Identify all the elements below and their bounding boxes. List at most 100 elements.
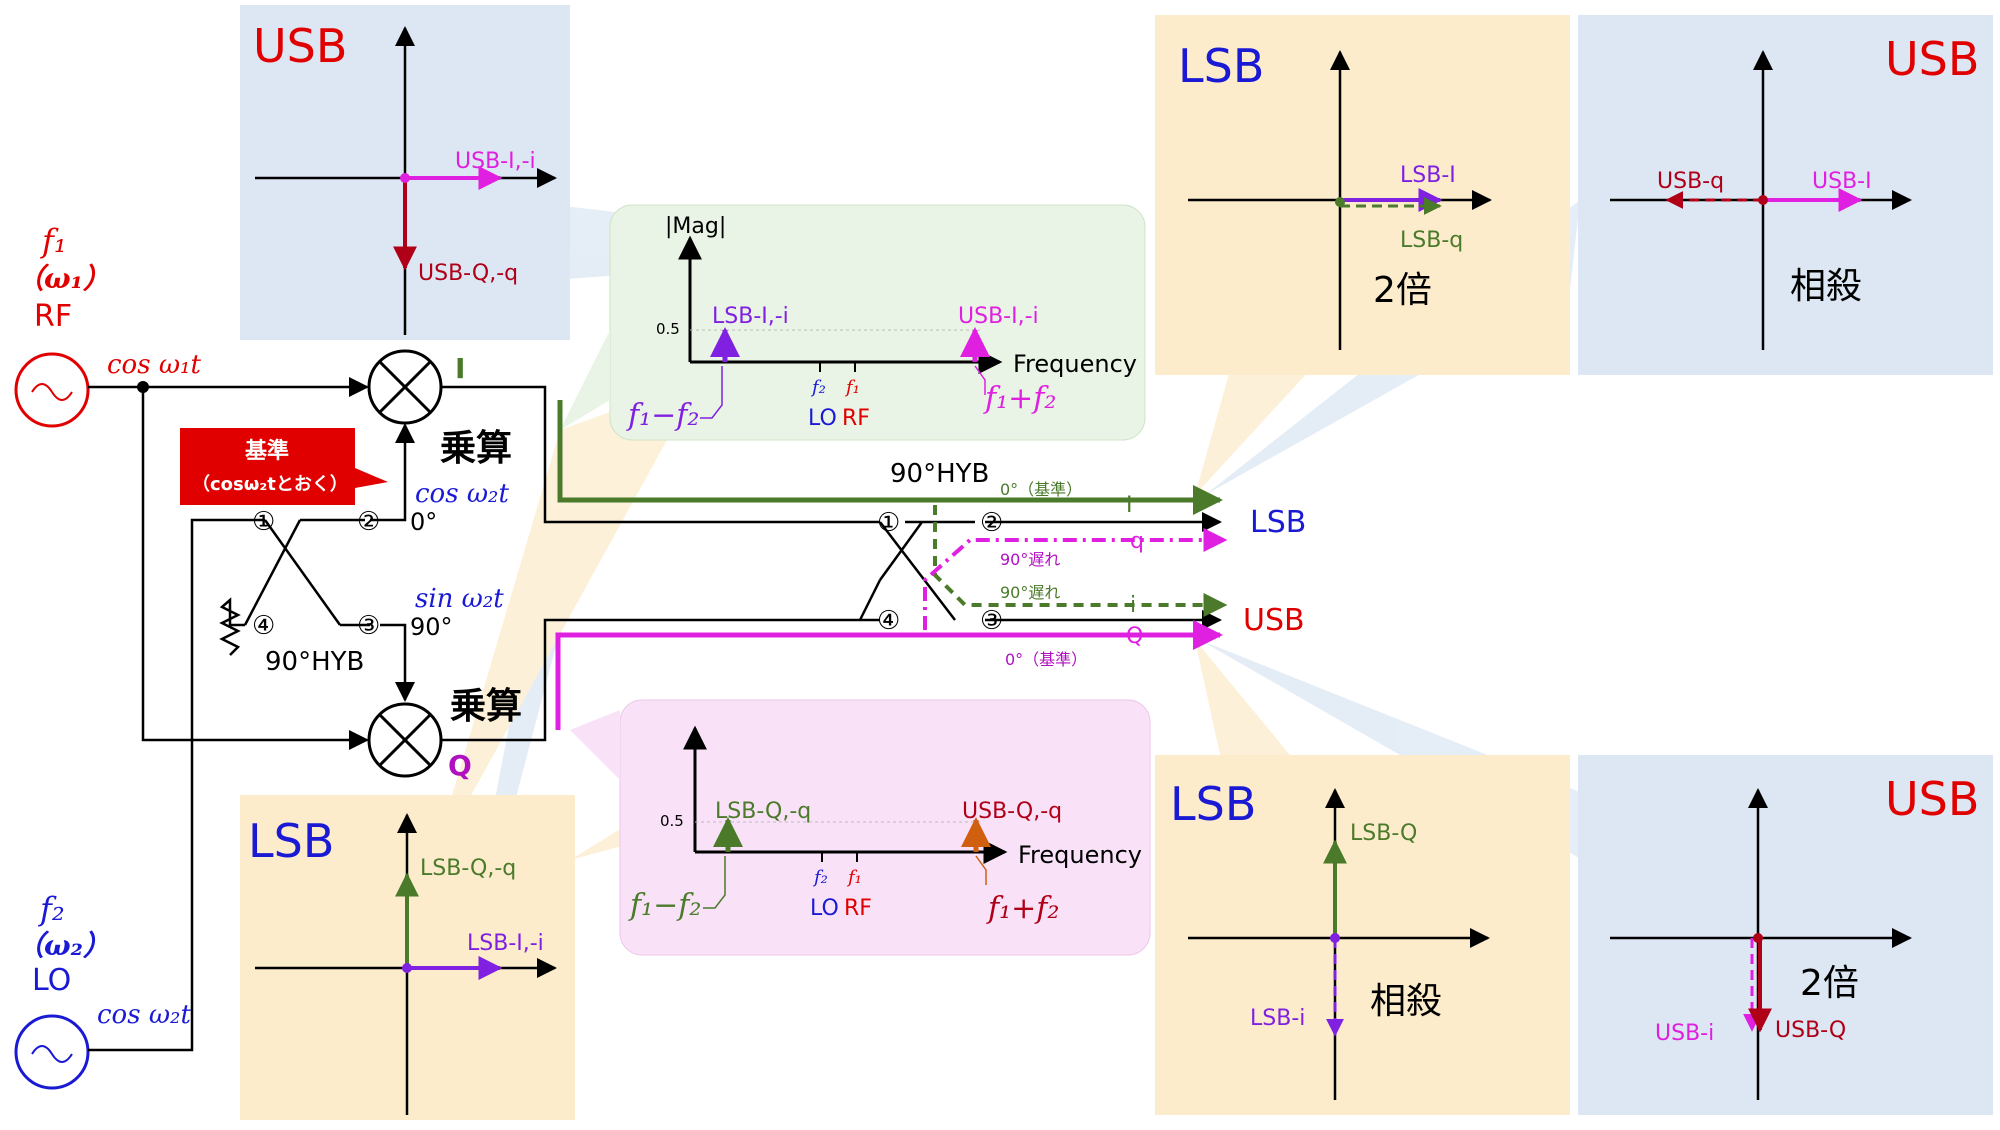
phasor-lsb-out-label-1: LSB-I [1400, 163, 1456, 188]
spectrum-lower-usb-label: USB-Q,-q [962, 799, 1062, 824]
reference-callout-line2: （cosω₂tとおく） [192, 474, 348, 495]
path-i-small-green [933, 505, 1228, 617]
hyb-right-ports: ① ② ③ ④ [877, 508, 1003, 636]
mixer-upper-output: I [455, 352, 465, 385]
phasor-usb-cancel-title: USB [1885, 32, 1979, 86]
phasor-lsb-cancel-title: LSB [1170, 777, 1256, 831]
mixer-upper [367, 349, 443, 425]
hyb-left-label: 90°HYB [265, 647, 364, 677]
rf-omega-label: （ω₁） [16, 262, 111, 295]
hyb-right-port-3: ③ [980, 606, 1003, 636]
right-wiring [441, 385, 1222, 742]
lo-oscillator-icon [14, 1014, 90, 1090]
lo-name-label: LO [32, 963, 71, 998]
hyb-right-label: 90°HYB [890, 459, 989, 489]
spectrum-upper-rf: RF [842, 406, 870, 431]
spectrum-upper-diff: f₁−f₂ [626, 398, 699, 433]
spectrum-lower-rf: RF [844, 896, 872, 921]
spectrum-lower-tick: 0.5 [660, 812, 684, 830]
phasor-usb-i-label-1: USB-I,-i [455, 149, 536, 174]
lo-signal-label: cos ω₂t [97, 1000, 191, 1030]
spectrum-upper-usb-label: USB-I,-i [958, 304, 1039, 329]
spectrum-lower-lsb-label: LSB-Q,-q [715, 799, 811, 824]
spectrum-upper-f1-tick: f₁ [844, 377, 860, 398]
hyb-right-q-note: 0°（基準） [1005, 650, 1087, 669]
mixer-upper-label: 乗算 [440, 428, 512, 469]
path-q-small-magenta [923, 528, 1228, 630]
hyb-right-i-note: 0°（基準） [1000, 480, 1082, 499]
output-lsb-label: LSB [1250, 505, 1306, 540]
hyb-left-port-3: ③ [357, 611, 380, 641]
spectrum-lower-f1-tick: f₁ [846, 867, 862, 888]
mixer-lower-label: 乗算 [450, 686, 522, 727]
phasor-panel-usb-i: USB USB-I,-i USB-Q,-q [240, 5, 570, 340]
spectrum-upper-lo: LO [808, 406, 837, 431]
hyb-right-q-label: Q [1126, 624, 1143, 649]
hyb-left-port2-phase: 0° [410, 508, 437, 536]
rf-oscillator-icon [14, 352, 90, 428]
spectrum-upper-panel: |Mag| 0.5 Frequency LSB-I,-i USB-I,-i f₂… [560, 204, 1146, 441]
phasor-usb-out-note: 2倍 [1800, 963, 1859, 1004]
spectrum-lower-lo: LO [810, 896, 839, 921]
phasor-usb-cancel-note: 相殺 [1790, 266, 1862, 307]
hyb-left-port3-signal: sin ω₂t [415, 584, 504, 614]
spectrum-lower-sum: f₁+f₂ [986, 891, 1059, 926]
lo-freq-label: f₂ [38, 890, 65, 928]
mixer-lower-output: Q [448, 749, 472, 782]
rf-source: f₁ （ω₁） RF cos ω₁t [14, 222, 201, 428]
mixer-lower [367, 702, 443, 778]
phasor-usb-out-label-1: USB-i [1655, 1021, 1714, 1046]
reference-callout: 基準 （cosω₂tとおく） [180, 428, 388, 505]
hyb-right-q-small-label: q [1130, 529, 1144, 554]
lo-omega-label: （ω₂） [16, 929, 111, 962]
phasor-usb-i-label-2: USB-Q,-q [418, 261, 518, 286]
rf-freq-label: f₁ [40, 222, 67, 260]
phasor-panel-lsb-cancel: LSB LSB-Q LSB-i 相殺 [1155, 755, 1570, 1115]
hyb-right-i-small-note: 90°遅れ [1000, 583, 1060, 602]
reference-callout-line1: 基準 [245, 438, 289, 464]
phasor-panel-lsb-out: LSB LSB-I LSB-q 2倍 [1155, 15, 1570, 375]
hyb-right-i-label: I [1126, 493, 1133, 518]
spectrum-upper-sum: f₁+f₂ [983, 381, 1056, 416]
phasor-panel-lsb-q: LSB LSB-Q,-q LSB-I,-i [240, 795, 575, 1120]
phasor-panel-usb-cancel: USB USB-q USB-I 相殺 [1578, 15, 1993, 375]
phasor-usb-out-title: USB [1885, 772, 1979, 826]
lo-source: f₂ （ω₂） LO cos ω₂t [14, 890, 191, 1090]
spectrum-lower-panel: 0.5 Frequency LSB-Q,-q USB-Q,-q f₂ f₁ LO… [570, 699, 1151, 956]
phasor-lsb-out-title: LSB [1178, 39, 1264, 93]
rf-signal-label: cos ω₁t [107, 350, 201, 380]
phasor-panel-usb-out: USB USB-i USB-Q 2倍 [1578, 755, 1993, 1115]
spectrum-upper-lsb-label: LSB-I,-i [712, 304, 789, 329]
spectrum-lower-diff: f₁−f₂ [628, 888, 701, 923]
phasor-usb-i-title: USB [253, 19, 347, 73]
hyb-left-port-1: ① [252, 507, 275, 537]
left-wiring [88, 377, 415, 1052]
spectrum-upper-tick: 0.5 [656, 320, 680, 338]
spectrum-upper-ylabel: |Mag| [665, 214, 726, 239]
phasor-lsb-out-note: 2倍 [1373, 270, 1432, 311]
hyb-left-port-2: ② [357, 507, 380, 537]
spectrum-lower-f2-tick: f₂ [812, 867, 828, 888]
phasor-lsb-q-label-2: LSB-I,-i [467, 931, 544, 956]
hyb-left-port-4: ④ [252, 611, 275, 641]
hyb-left-port3-phase: 90° [410, 613, 453, 641]
rf-junction-dot [137, 381, 149, 393]
phasor-usb-cancel-label-2: USB-I [1812, 169, 1872, 194]
spectrum-upper-f2-tick: f₂ [810, 377, 826, 398]
phasor-usb-out-label-2: USB-Q [1775, 1018, 1846, 1043]
spectrum-lower-xlabel: Frequency [1018, 841, 1142, 869]
phasor-lsb-out-label-2: LSB-q [1400, 228, 1463, 253]
hyb-right-port-4: ④ [877, 606, 900, 636]
phasor-lsb-cancel-note: 相殺 [1370, 981, 1442, 1022]
spectrum-upper-xlabel: Frequency [1013, 350, 1137, 378]
phasor-lsb-q-label-1: LSB-Q,-q [420, 856, 516, 881]
hyb-right-port-2: ② [980, 508, 1003, 538]
phasor-lsb-q-title: LSB [248, 814, 334, 868]
hyb-right-q-small-note: 90°遅れ [1000, 550, 1060, 569]
output-usb-label: USB [1243, 603, 1305, 638]
hyb-right-port-1: ① [877, 508, 900, 538]
path-q-magenta [555, 620, 1223, 730]
path-i-green [557, 400, 1223, 515]
phasor-lsb-cancel-label-2: LSB-i [1250, 1006, 1305, 1031]
